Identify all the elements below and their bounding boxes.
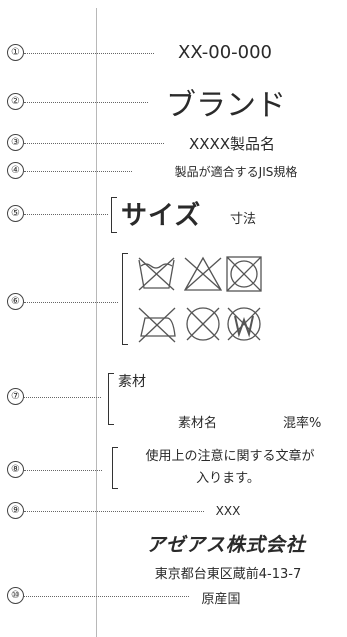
care-bracket (122, 253, 128, 345)
brand-name: ブランド (166, 88, 286, 123)
material-title: 素材 (118, 374, 146, 390)
caution-line-1: 使用上の注意に関する文章が (145, 449, 315, 464)
leader-line-2 (24, 102, 148, 103)
leader-line-9 (24, 511, 204, 512)
marker-9: ⑨ (7, 502, 24, 519)
caution-line-2: 入ります。 (196, 471, 260, 486)
no-iron-icon (138, 307, 176, 343)
marker-3: ③ (7, 134, 24, 151)
company-name: アゼアス株式会社 (146, 534, 306, 556)
marker-5: ⑤ (7, 205, 24, 222)
leader-line-7 (24, 397, 101, 398)
leader-line-6 (24, 302, 118, 303)
leader-line-1 (24, 53, 154, 54)
marker-2: ② (7, 93, 24, 110)
company-address: 東京都台東区蔵前4-13-7 (154, 567, 302, 582)
material-bracket (108, 373, 114, 425)
marker-7: ⑦ (7, 388, 24, 405)
jis-standard: 製品が適合するJIS規格 (174, 165, 298, 179)
contact-code: XXX (215, 504, 241, 518)
marker-4: ④ (7, 162, 24, 179)
leader-line-5 (24, 214, 108, 215)
caution-bracket (112, 447, 118, 489)
leader-line-8 (24, 470, 102, 471)
leader-line-4 (24, 171, 132, 172)
marker-10: ⑩ (7, 587, 24, 604)
product-code: XX-00-000 (177, 42, 273, 63)
marker-6: ⑥ (7, 293, 24, 310)
material-name: 素材名 (178, 416, 218, 431)
label-edge-line (96, 8, 97, 637)
care-symbols-group (138, 256, 262, 343)
no-tumble-dry-icon (226, 256, 262, 292)
origin-country: 原産国 (201, 592, 241, 607)
product-name: XXXX製品名 (188, 135, 276, 153)
marker-8: ⑧ (7, 461, 24, 478)
size-bracket (111, 197, 117, 233)
no-wet-clean-icon (227, 307, 261, 341)
marker-1: ① (7, 44, 24, 61)
leader-line-10 (24, 596, 189, 597)
material-ratio: 混率% (283, 416, 322, 431)
no-bleach-icon (183, 256, 223, 291)
leader-line-3 (24, 143, 164, 144)
size-title: サイズ (121, 201, 202, 231)
no-dry-clean-icon (186, 307, 220, 341)
size-sub: 寸法 (230, 212, 257, 227)
no-wash-icon (138, 257, 175, 291)
